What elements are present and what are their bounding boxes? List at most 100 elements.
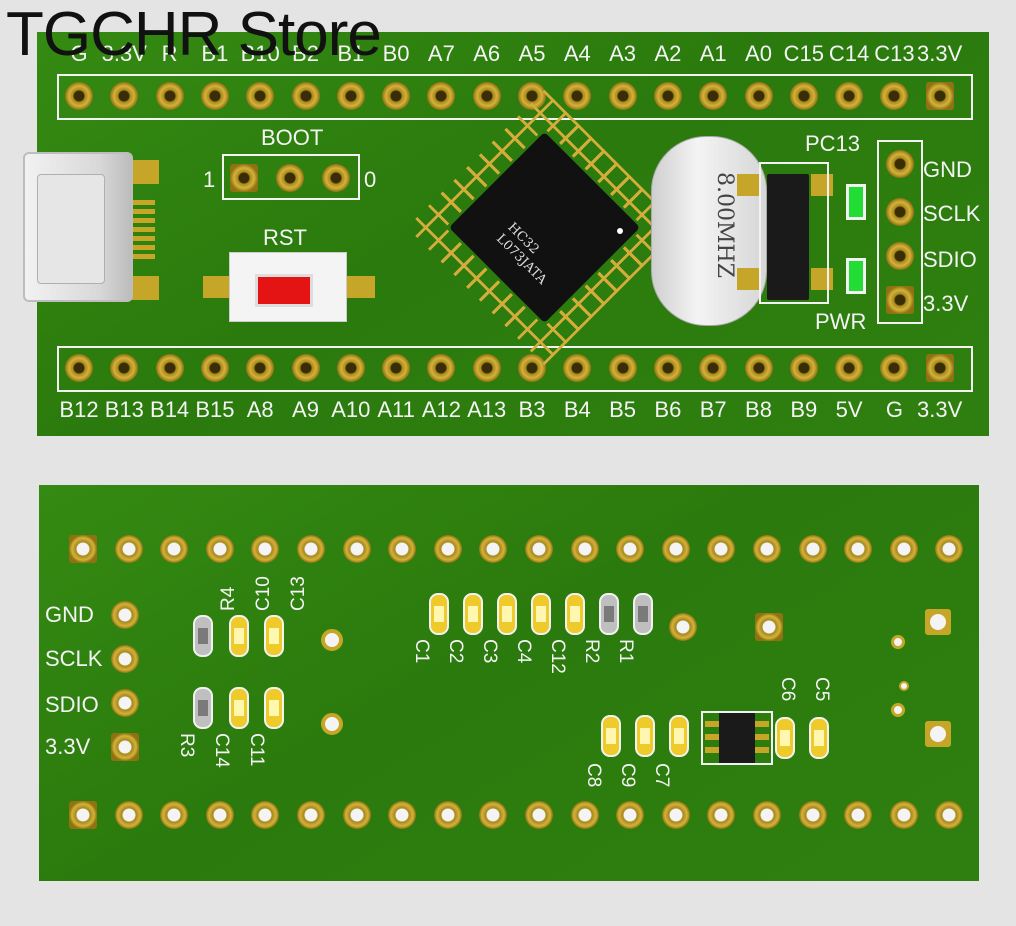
boot-pin [322, 164, 350, 192]
pin-label: A7 [427, 41, 455, 66]
regulator-ic [767, 174, 809, 300]
pwr-led [846, 258, 866, 294]
usb-mount-pad [925, 721, 951, 747]
boot-label: BOOT [261, 125, 324, 150]
header-pin [789, 82, 818, 110]
header-pin [835, 354, 864, 382]
header-pin [479, 535, 508, 563]
header-pin [661, 801, 690, 829]
header-pin [251, 535, 280, 563]
pc13-led [846, 184, 866, 220]
ic-outline [759, 162, 829, 304]
rst-label: RST [263, 225, 307, 250]
pin-label: A13 [467, 397, 507, 422]
usb-pad [129, 276, 159, 300]
ic-pad [737, 174, 759, 196]
swd-header [877, 140, 923, 324]
pin-label: A3 [609, 41, 637, 66]
rst-pad [345, 276, 375, 298]
pin-label: B9 [790, 397, 818, 422]
swd-label-3v3: 3.3V [923, 291, 969, 316]
bb-swd-pin [111, 601, 139, 629]
r4 [193, 615, 213, 657]
pin-label: A10 [331, 397, 371, 422]
header-pin [935, 801, 964, 829]
pin-label: 3.3V [101, 41, 147, 66]
pc13-label: PC13 [805, 131, 861, 156]
swd-pin [886, 150, 914, 178]
header-pin [297, 801, 325, 829]
bb-swd-label-gnd: GND [45, 602, 94, 627]
c11-label: C11 [246, 733, 267, 767]
bb-swd-pin [111, 733, 139, 761]
ic-outline [701, 711, 773, 765]
pin-label: B7 [699, 397, 727, 422]
pin-label: B15 [195, 397, 235, 422]
c8-label: C8 [583, 763, 604, 788]
c7 [669, 715, 689, 757]
header-pin [699, 354, 728, 382]
header-pin [69, 535, 97, 563]
rst-pad [203, 276, 233, 298]
c1-label: C1 [411, 639, 432, 664]
header-pin [608, 82, 637, 110]
bb-swd-pin [111, 645, 139, 673]
bottom-ic [719, 713, 755, 763]
header-pin [608, 354, 637, 382]
pin-label: B8 [745, 397, 772, 422]
c14-label: C14 [211, 733, 232, 768]
header-pin [798, 535, 827, 563]
c4 [531, 593, 551, 635]
pin-label: A8 [246, 397, 274, 422]
store-title: TGCHR Store [6, 0, 382, 69]
header-pin [570, 801, 599, 829]
ic-pins [705, 721, 719, 755]
header-pin [889, 535, 918, 563]
r3-label: R3 [176, 733, 197, 758]
via [899, 681, 909, 691]
pin-label: B0 [382, 41, 410, 66]
header-pin [427, 82, 456, 110]
header-pin [388, 535, 417, 563]
top-pin-header [57, 74, 973, 120]
reset-button-cap[interactable] [255, 274, 313, 307]
header-pin [291, 354, 320, 382]
pwr-label: PWR [815, 309, 867, 334]
header-pin [246, 82, 275, 110]
via [891, 635, 905, 649]
header-pin [707, 535, 736, 563]
bb-swd-pin [111, 689, 139, 717]
pin-label: C14 [828, 41, 870, 66]
bb-pin [755, 613, 783, 641]
header-pin [925, 82, 954, 110]
header-pin [251, 801, 280, 829]
pin-label: A5 [518, 41, 546, 66]
pin-label: C13 [874, 41, 915, 66]
c11 [264, 687, 284, 729]
header-pin [570, 535, 599, 563]
pin-label: 3.3V [917, 397, 963, 422]
header-pin [291, 82, 320, 110]
pin-label: G [70, 41, 88, 66]
header-pin [699, 82, 728, 110]
header-pin [525, 801, 553, 829]
c13 [264, 615, 284, 657]
swd-pin [886, 198, 914, 226]
header-pin [69, 801, 97, 829]
header-pin [336, 354, 365, 382]
boot-right-label: 0 [364, 167, 377, 192]
usb-pad [129, 160, 159, 184]
pin-label: B10 [240, 41, 280, 66]
header-pin [525, 535, 553, 563]
c4-label: C4 [513, 639, 534, 664]
pcb-bottom-view: GND SCLK SDIO 3.3V R4 C10 C13 R3 C14 C11… [39, 485, 979, 881]
via [891, 703, 905, 717]
c5 [809, 717, 829, 759]
pin-label: B1 [337, 41, 365, 66]
c9-label: C9 [617, 763, 638, 788]
pin-label: A12 [421, 397, 461, 422]
header-pin [935, 535, 964, 563]
pin-label: A0 [745, 41, 772, 66]
ic-pad [737, 268, 759, 290]
header-pin [205, 535, 234, 563]
